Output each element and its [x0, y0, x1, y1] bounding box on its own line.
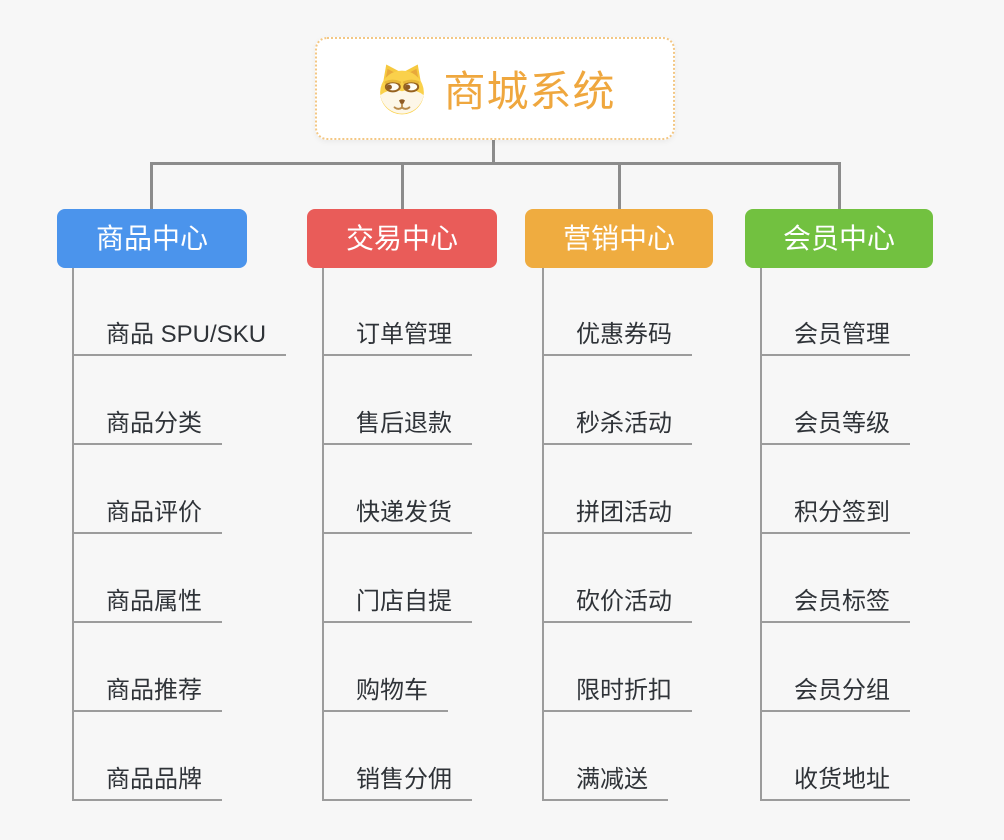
leaf-node[interactable]: 订单管理	[322, 321, 472, 356]
leaf-node[interactable]: 销售分佣	[322, 766, 472, 801]
leaf-node[interactable]: 收货地址	[760, 766, 910, 801]
leaf-node[interactable]: 拼团活动	[542, 499, 692, 534]
root-topic-node[interactable]: 商城系统	[315, 37, 675, 140]
leaf-node[interactable]: 快递发货	[322, 499, 472, 534]
leaf-node[interactable]: 商品品牌	[72, 766, 222, 801]
leaf-node[interactable]: 门店自提	[322, 588, 472, 623]
children-connector-line	[72, 268, 74, 801]
branch-drop-line-3	[618, 164, 621, 210]
leaf-node[interactable]: 商品属性	[72, 588, 222, 623]
children-connector-line	[322, 268, 324, 801]
leaf-node[interactable]: 会员标签	[760, 588, 910, 623]
root-connector-line	[492, 139, 495, 164]
branch-drop-line-2	[401, 164, 404, 210]
leaf-node[interactable]: 商品分类	[72, 410, 222, 445]
branch-node-marketing-center[interactable]: 营销中心	[525, 209, 713, 268]
leaf-node[interactable]: 会员等级	[760, 410, 910, 445]
branch-drop-line-4	[838, 164, 841, 210]
leaf-node[interactable]: 砍价活动	[542, 588, 692, 623]
branch-node-product-center[interactable]: 商品中心	[57, 209, 247, 268]
leaf-node[interactable]: 购物车	[322, 677, 448, 712]
children-connector-line	[760, 268, 762, 801]
leaf-node[interactable]: 积分签到	[760, 499, 910, 534]
leaf-node[interactable]: 售后退款	[322, 410, 472, 445]
leaf-node[interactable]: 商品推荐	[72, 677, 222, 712]
leaf-node[interactable]: 会员分组	[760, 677, 910, 712]
branch-bus-line	[150, 162, 841, 165]
leaf-node[interactable]: 优惠券码	[542, 321, 692, 356]
branch-node-trade-center[interactable]: 交易中心	[307, 209, 497, 268]
root-topic-title: 商城系统	[443, 68, 616, 115]
branch-drop-line-1	[150, 164, 153, 210]
leaf-node[interactable]: 满减送	[542, 766, 668, 801]
leaf-node[interactable]: 会员管理	[760, 321, 910, 356]
branch-node-member-center[interactable]: 会员中心	[745, 209, 933, 268]
children-connector-line	[542, 268, 544, 801]
leaf-node[interactable]: 限时折扣	[542, 677, 692, 712]
leaf-node[interactable]: 秒杀活动	[542, 410, 692, 445]
leaf-node[interactable]: 商品 SPU/SKU	[72, 321, 287, 356]
shiba-dog-icon	[380, 64, 425, 114]
leaf-node[interactable]: 商品评价	[72, 499, 222, 534]
